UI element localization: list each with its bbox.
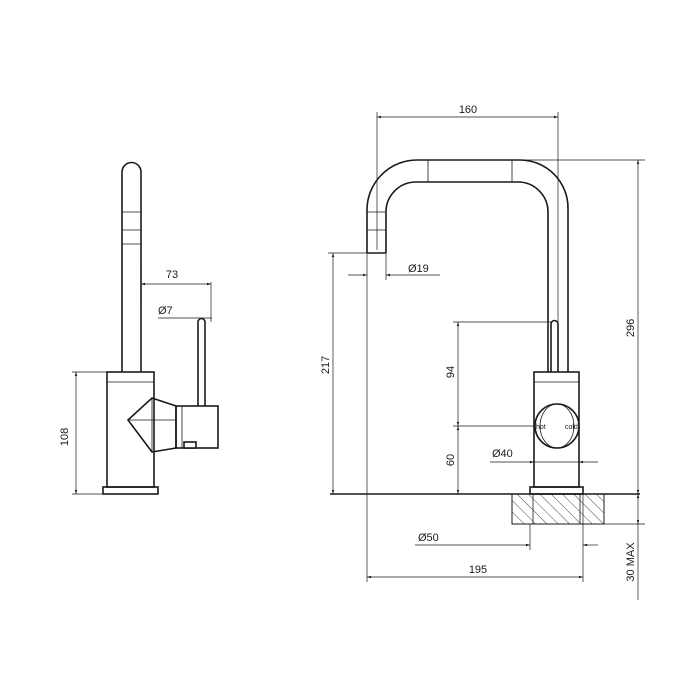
side-dim-73: 73 — [166, 269, 178, 281]
side-body — [106, 371, 155, 488]
benchtop-hatch — [511, 493, 605, 525]
side-spout-tube — [121, 161, 142, 372]
hot-label: hot — [536, 424, 546, 431]
front-lever — [550, 319, 559, 372]
side-base — [102, 486, 159, 495]
dim-bench-thickness: 30 MAX — [625, 542, 637, 582]
front-base — [529, 486, 584, 495]
dim-160: 160 — [459, 104, 477, 116]
front-spout-inner — [385, 181, 549, 372]
dim-296: 296 — [625, 319, 637, 337]
side-dim-lever-diameter: Ø7 — [158, 305, 173, 317]
side-view: 73 Ø7 108 — [59, 161, 219, 495]
cold-label: cold — [565, 424, 578, 431]
side-dim-108: 108 — [59, 428, 71, 446]
dim-base-diameter: Ø50 — [418, 532, 439, 544]
dim-195: 195 — [469, 564, 487, 576]
dim-body-diameter: Ø40 — [492, 448, 513, 460]
front-spout-outer — [366, 159, 569, 372]
dim-217: 217 — [320, 356, 332, 374]
dim-94: 94 — [445, 366, 457, 378]
side-lever-housing — [175, 405, 219, 449]
dim-60: 60 — [445, 454, 457, 466]
side-lever — [197, 317, 206, 406]
dim-spout-diameter: Ø19 — [408, 263, 429, 275]
front-view: hot cold 160 296 217 Ø19 94 — [320, 104, 645, 600]
